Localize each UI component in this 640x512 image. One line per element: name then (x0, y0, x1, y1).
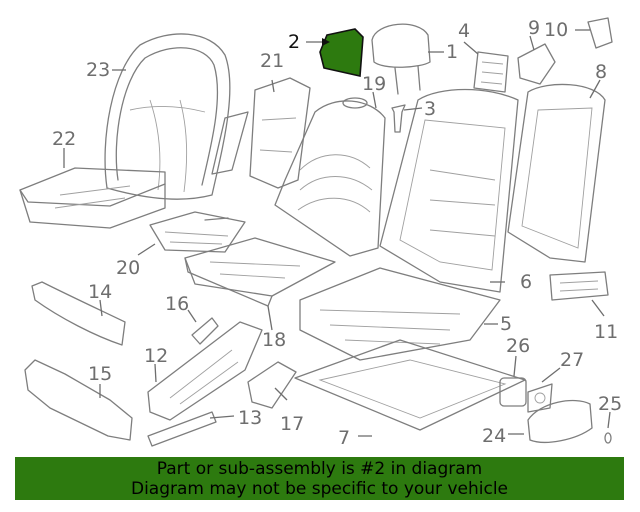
callout-5: 5 (500, 313, 512, 335)
callout-19: 19 (362, 73, 386, 95)
banner-line-1: Part or sub-assembly is #2 in diagram (156, 459, 483, 479)
callout-8: 8 (595, 61, 607, 83)
callout-14: 14 (88, 281, 112, 303)
part-17-bracket (247, 361, 297, 409)
part-12-side-trim (147, 321, 263, 421)
callout-27: 27 (560, 349, 584, 371)
part-10-bracket (587, 17, 613, 49)
part-19-backrest-foam (274, 97, 386, 257)
callout-11: 11 (594, 321, 618, 343)
part-21-backrest-pad (211, 77, 311, 189)
part-22-cushion-cover (19, 167, 166, 229)
part-27-cap (527, 383, 553, 413)
part-13-strip (147, 411, 217, 447)
part-24-armrest (527, 399, 593, 443)
leader-lines (63, 29, 611, 437)
part-25-pin (604, 432, 612, 444)
part-18-cushion-foam (184, 237, 336, 307)
part-26-clip (499, 377, 527, 407)
callout-20: 20 (116, 257, 140, 279)
part-23-backrest-cover (104, 33, 231, 200)
banner-line-2: Diagram may not be specific to your vehi… (130, 479, 508, 499)
callout-2: 2 (288, 31, 300, 53)
callout-16: 16 (165, 293, 189, 315)
part-16-switch (191, 317, 219, 345)
part-1-headrest (371, 23, 431, 95)
callout-22: 22 (52, 128, 76, 150)
part-9-motor (517, 43, 556, 85)
callout-26: 26 (506, 335, 530, 357)
callout-10: 10 (544, 19, 568, 41)
part-8-back-panel (507, 83, 606, 263)
part-14-trim (31, 281, 126, 346)
part-3-guide-sleeve (391, 104, 406, 133)
part-backrest-frame (379, 88, 519, 293)
callout-9: 9 (528, 17, 540, 39)
callout-3: 3 (424, 98, 436, 120)
part-20-heating-mat (149, 211, 246, 253)
parts-diagram: 1 2 3 4 5 6 7 8 9 10 11 12 13 14 15 16 1… (19, 17, 622, 449)
callout-13: 13 (238, 407, 262, 429)
callout-21: 21 (260, 50, 284, 72)
callout-18: 18 (262, 329, 286, 351)
part-5-seat-frame (294, 267, 526, 431)
callout-12: 12 (144, 345, 168, 367)
callout-7: 7 (338, 427, 350, 449)
info-banner: Part or sub-assembly is #2 in diagram Di… (15, 457, 624, 500)
callout-6: 6 (520, 271, 532, 293)
callout-24: 24 (482, 425, 506, 447)
part-11-side-panel (549, 271, 609, 301)
callout-15: 15 (88, 363, 112, 385)
callout-17: 17 (280, 413, 304, 435)
callout-4: 4 (458, 20, 470, 42)
part-15-side-cover (24, 359, 133, 441)
part-2-headrest-cover (319, 28, 364, 77)
callout-23: 23 (86, 59, 110, 81)
callout-25: 25 (598, 393, 622, 415)
callout-labels: 1 2 3 4 5 6 7 8 9 10 11 12 13 14 15 16 1… (52, 17, 622, 449)
part-4-lumbar-panel (473, 51, 509, 93)
callout-1: 1 (446, 41, 458, 63)
